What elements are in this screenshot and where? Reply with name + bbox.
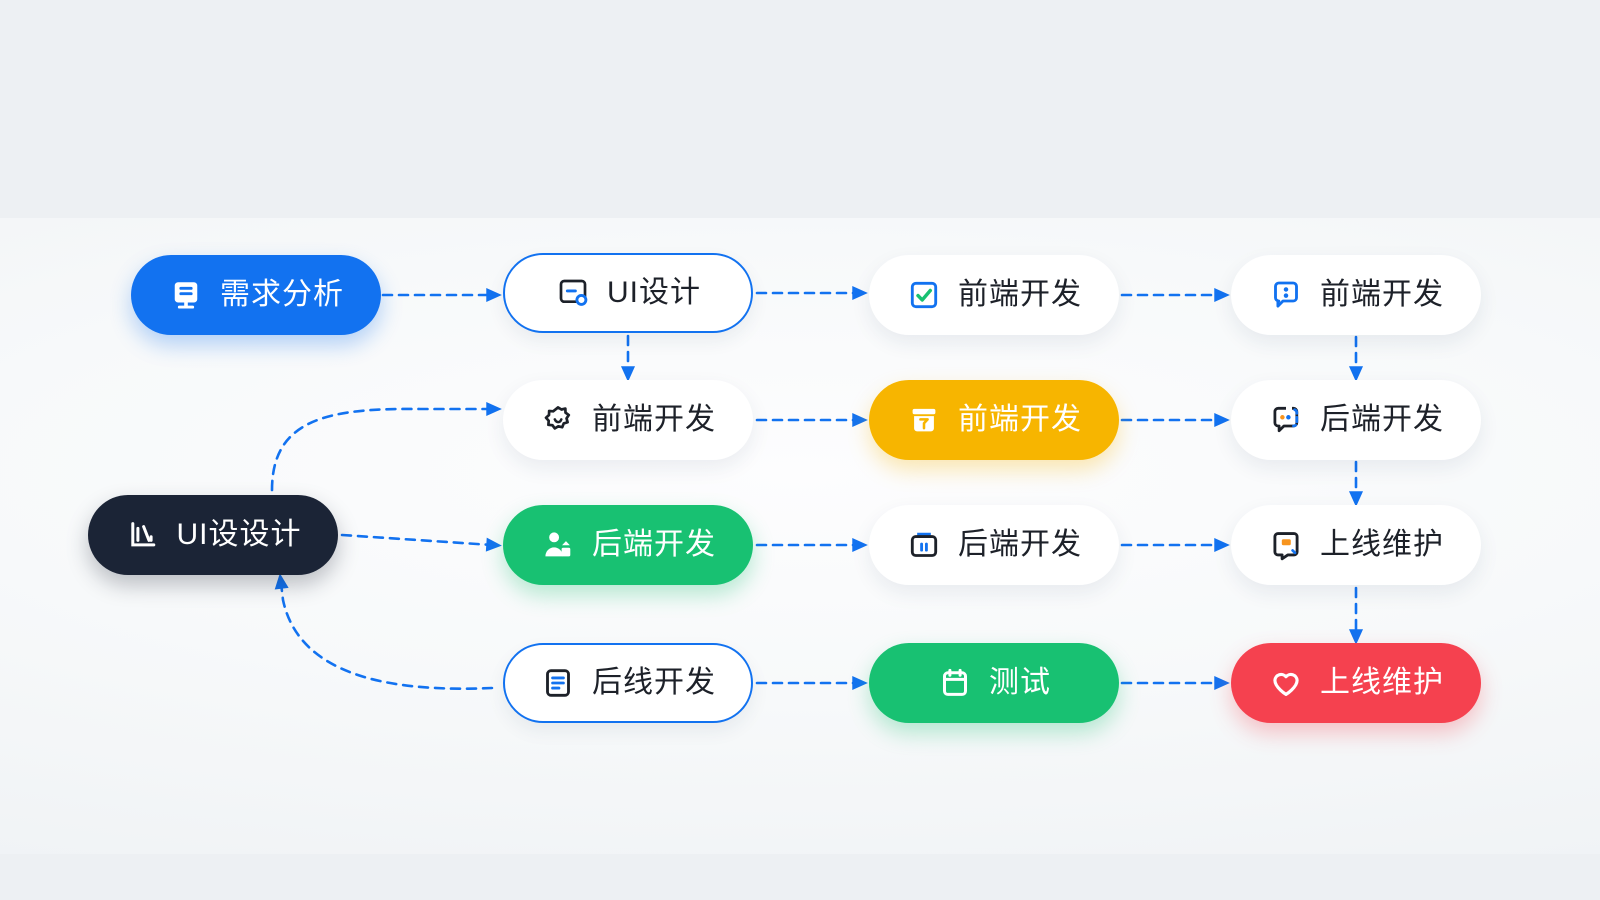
- node-label: UI设计: [607, 276, 701, 309]
- node-backline-dev[interactable]: 后线开发: [503, 643, 753, 723]
- node-backend-dev-briefcase[interactable]: 后端开发: [869, 505, 1119, 585]
- node-label: 上线维护: [1320, 666, 1444, 699]
- chat-dots-icon: [1268, 402, 1304, 438]
- heart-icon: [1268, 665, 1304, 701]
- node-requirement-analysis[interactable]: 需求分析: [131, 255, 381, 335]
- node-label: 上线维护: [1320, 528, 1444, 561]
- package-box-icon: [906, 402, 942, 438]
- node-launch-maintain-tag[interactable]: 上线维护: [1231, 505, 1481, 585]
- node-frontend-dev-chat[interactable]: 前端开发: [1231, 255, 1481, 335]
- node-label: 前端开发: [958, 403, 1082, 436]
- node-label: 需求分析: [220, 278, 344, 311]
- user-add-icon: [540, 527, 576, 563]
- briefcase-chart-icon: [906, 527, 942, 563]
- node-label: 前端开发: [958, 278, 1082, 311]
- node-label: 后端开发: [1320, 403, 1444, 436]
- chat-user-icon: [1268, 277, 1304, 313]
- gear-smile-icon: [540, 402, 576, 438]
- node-label: 测试: [989, 666, 1051, 699]
- node-frontend-dev-package[interactable]: 前端开发: [869, 380, 1119, 460]
- node-label: 前端开发: [592, 403, 716, 436]
- document-list-icon: [168, 277, 204, 313]
- node-label: UI设设计: [176, 518, 302, 551]
- calendar-icon: [937, 665, 973, 701]
- node-ui-design[interactable]: UI设计: [503, 253, 753, 333]
- node-frontend-dev-gear[interactable]: 前端开发: [503, 380, 753, 460]
- checkbox-check-icon: [906, 277, 942, 313]
- layout-dot-icon: [555, 275, 591, 311]
- node-launch-maintain-heart[interactable]: 上线维护: [1231, 643, 1481, 723]
- node-testing[interactable]: 测试: [869, 643, 1119, 723]
- node-backend-dev-user[interactable]: 后端开发: [503, 505, 753, 585]
- node-label: 后端开发: [958, 528, 1082, 561]
- bookmark-tag-icon: [1268, 527, 1304, 563]
- node-frontend-dev-check[interactable]: 前端开发: [869, 255, 1119, 335]
- node-ui-design-dark[interactable]: UI设设计: [88, 495, 338, 575]
- node-label: 后端开发: [592, 528, 716, 561]
- node-backend-dev-chat[interactable]: 后端开发: [1231, 380, 1481, 460]
- node-label: 前端开发: [1320, 278, 1444, 311]
- document-lines-icon: [540, 665, 576, 701]
- node-label: 后线开发: [592, 666, 716, 699]
- bar-chart-icon: [125, 517, 161, 553]
